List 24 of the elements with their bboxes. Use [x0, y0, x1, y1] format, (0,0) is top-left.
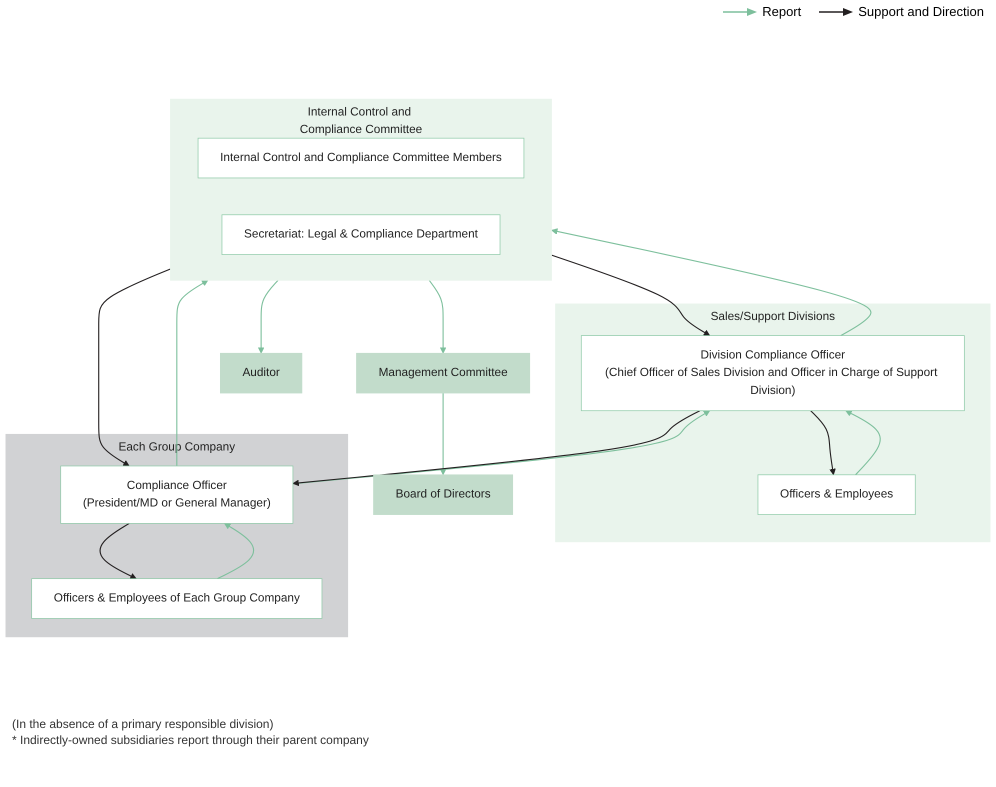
node-box: Auditor [220, 352, 302, 394]
node-box: Division Compliance Officer (Chief Officer of Sales Division and Officer in Charge of Support Division) [580, 335, 965, 412]
arrow [810, 410, 836, 476]
arrow [176, 280, 208, 466]
footnote: (In the absence of a primary responsible division) [12, 717, 274, 731]
arrow [551, 254, 710, 336]
node-box: Board of Directors [373, 474, 514, 515]
node-box: Officers & Employees [758, 474, 916, 515]
arrow [100, 522, 137, 580]
arrow [845, 410, 881, 476]
arrow [258, 280, 278, 354]
arrow [551, 228, 872, 336]
arrow [428, 280, 446, 354]
node-box: Compliance Officer (President/MD or General Manager) [60, 466, 294, 524]
legend-text: Report [762, 4, 802, 19]
node-box: Management Committee [356, 352, 530, 394]
node-box: Internal Control and Compliance Committee Members [198, 138, 524, 178]
node-box: Secretariat: Legal & Compliance Department [222, 214, 500, 255]
node-box: Officers & Employees of Each Group Company [31, 578, 322, 619]
arrow [98, 268, 171, 466]
arrow [440, 393, 446, 476]
footnote: * Indirectly-owned subsidiaries report through their parent company [12, 733, 370, 747]
legend-text: Support and Direction [858, 4, 984, 19]
arrow [217, 523, 254, 580]
